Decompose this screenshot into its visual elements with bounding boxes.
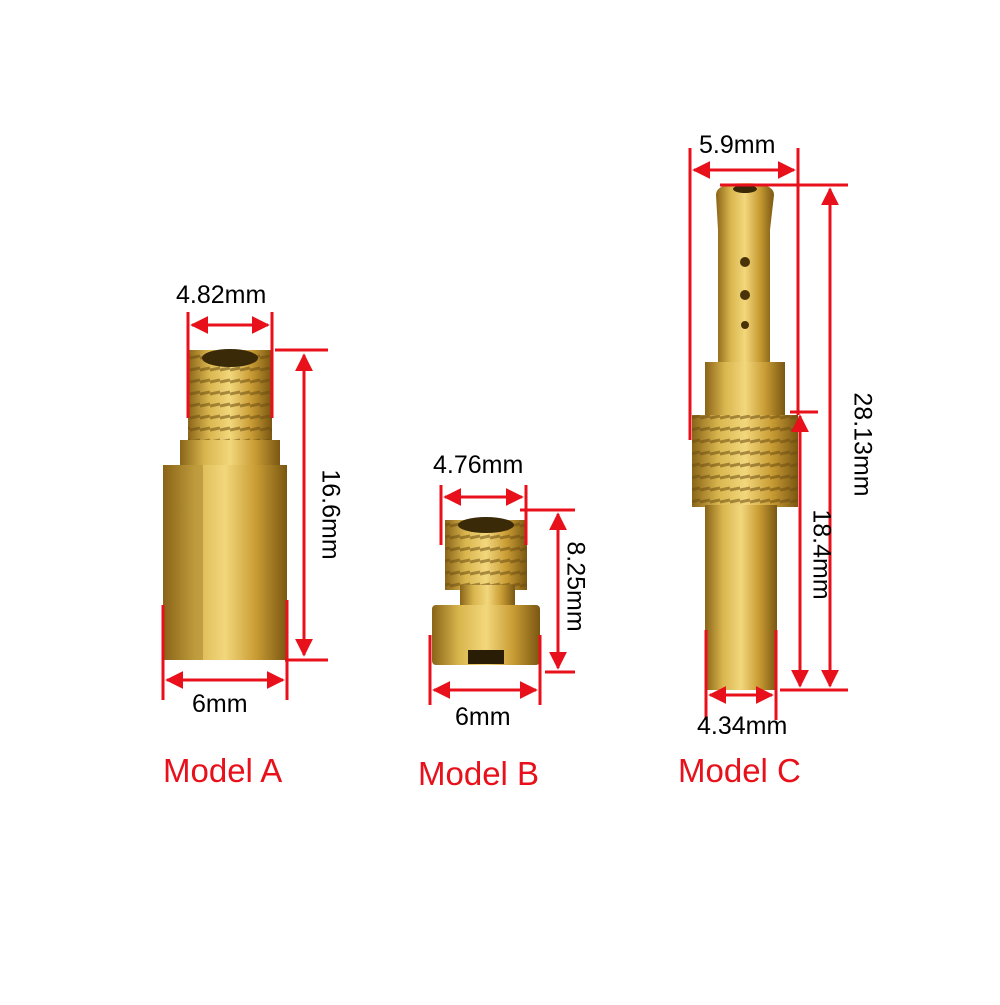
model-b-base-dimension: 6mm: [455, 703, 511, 731]
jet-model-b: [432, 517, 540, 665]
model-b-thread-dimension: 4.76mm: [433, 451, 524, 479]
model-a-height-dimension: 16.6mm: [316, 469, 345, 560]
model-c-label: Model C: [678, 752, 801, 789]
jet-model-a: [163, 349, 287, 660]
model-b-label: Model B: [418, 755, 540, 792]
model-a-thread-dimension: 4.82mm: [176, 281, 267, 309]
model-b-height-dimension: 8.25mm: [561, 541, 590, 632]
jet-model-c: [692, 183, 798, 690]
dimension-lines: [161, 148, 848, 720]
model-c-total-dimension: 28.13mm: [848, 392, 877, 497]
model-a-base-dimension: 6mm: [192, 690, 248, 718]
model-c-lower-dimension: 18.4mm: [807, 509, 836, 600]
model-a-label: Model A: [163, 752, 283, 789]
model-c-base-dimension: 4.34mm: [697, 712, 788, 740]
model-c-tip-dimension: 5.9mm: [699, 131, 776, 159]
